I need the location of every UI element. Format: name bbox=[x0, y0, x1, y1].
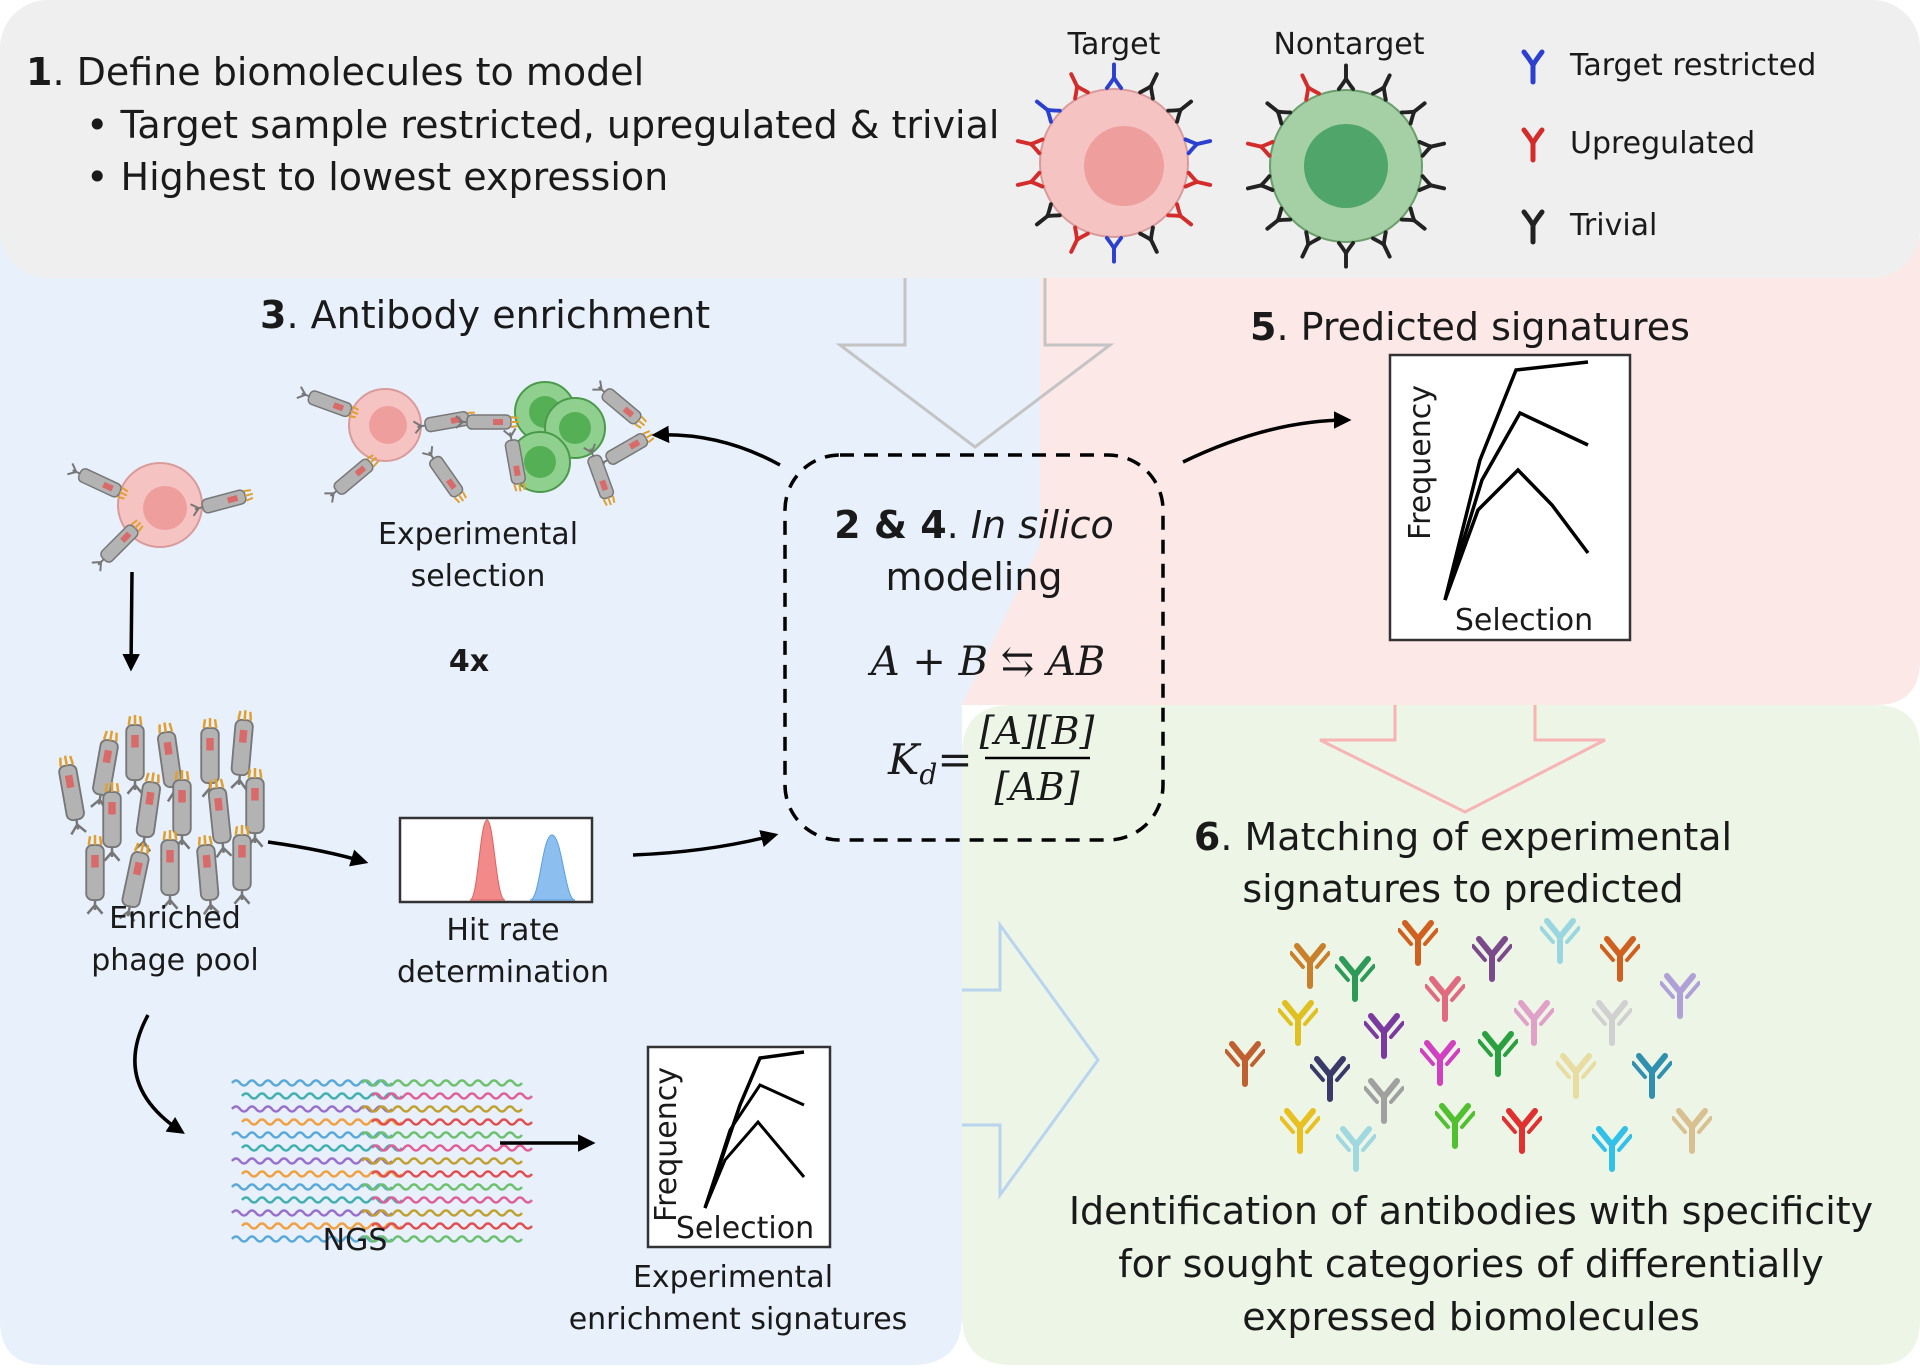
define-panel bbox=[0, 0, 1920, 278]
svg-text:Trivial: Trivial bbox=[1569, 208, 1657, 243]
blue-right-arrow bbox=[962, 920, 1100, 1200]
arrow-hitrate-to-model bbox=[632, 830, 779, 857]
matching-panel bbox=[962, 705, 1920, 1365]
experimental-selection-illustration bbox=[296, 380, 656, 508]
arrow-cell-to-pool bbox=[122, 571, 140, 672]
sequence-read bbox=[371, 1118, 533, 1126]
svg-text:2 & 4. In silico: 2 & 4. In silico bbox=[834, 503, 1114, 547]
svg-text:• Target sample restricted, up: • Target sample restricted, upregulated … bbox=[86, 103, 999, 147]
exp-frequency-axis-label: Frequency bbox=[649, 1067, 684, 1222]
exp-signatures-label: Experimental bbox=[633, 1260, 833, 1295]
sequence-read bbox=[361, 1235, 523, 1243]
ngs-label: NGS bbox=[323, 1223, 388, 1258]
sequence-read bbox=[361, 1079, 523, 1087]
result-line-3: expressed biomolecules bbox=[1242, 1295, 1700, 1339]
result-line-1: Identification of antibodies with specif… bbox=[1069, 1189, 1873, 1233]
svg-text:1. Define biomolecules to mode: 1. Define biomolecules to model bbox=[26, 50, 644, 94]
kd-numerator: [A][B] bbox=[980, 709, 1095, 753]
modeling-box: 2 & 4. In silico modeling A + B ⇆ AB Kd=… bbox=[783, 453, 1165, 842]
step6-title: 6. Matching of experimental bbox=[1194, 815, 1732, 859]
step1-header: 1. Define biomolecules to model • Target… bbox=[26, 50, 999, 199]
step3-title: 3. Antibody enrichment bbox=[260, 293, 710, 337]
pred-frequency-axis-label: Frequency bbox=[1403, 385, 1438, 540]
top-down-arrow bbox=[835, 278, 1115, 449]
experimental-selection-label: Experimental bbox=[378, 517, 578, 552]
kd-symbol: Kd= bbox=[887, 735, 973, 791]
red-down-arrow bbox=[1319, 705, 1606, 814]
legend-item-trivial: Trivial bbox=[1524, 208, 1657, 243]
experimental-signature-plot: Frequency Selection bbox=[646, 1045, 832, 1249]
svg-text:Upregulated: Upregulated bbox=[1570, 126, 1755, 161]
binding-equation: A + B ⇆ AB bbox=[867, 639, 1105, 685]
svg-text:modeling: modeling bbox=[885, 555, 1062, 599]
sequence-read bbox=[371, 1222, 533, 1230]
legend: Target restricted Upregulated Trivial bbox=[1524, 48, 1816, 243]
pred-selection-axis-label: Selection bbox=[1455, 603, 1593, 638]
svg-text:Target: Target bbox=[1067, 27, 1161, 62]
sequence-read bbox=[361, 1183, 523, 1191]
svg-text:Nontarget: Nontarget bbox=[1273, 27, 1424, 62]
sequence-read bbox=[371, 1092, 533, 1100]
arrow-model-to-selection bbox=[651, 425, 781, 467]
repeat-count: 4x bbox=[449, 644, 489, 679]
enriched-pool-label-2: phage pool bbox=[91, 943, 259, 978]
flow-arrows bbox=[122, 411, 1352, 1152]
arrow-pool-to-hitrate bbox=[267, 840, 369, 867]
legend-item-upregulated: Upregulated bbox=[1524, 126, 1755, 161]
sequence-read bbox=[371, 1144, 533, 1152]
exp-signatures-label-2: enrichment signatures bbox=[569, 1302, 908, 1337]
arrow-pool-to-ngs bbox=[133, 1014, 185, 1134]
result-line-2: for sought categories of differentially bbox=[1118, 1242, 1823, 1286]
sequence-read bbox=[361, 1105, 523, 1113]
enriched-pool-label: Enriched bbox=[109, 901, 241, 936]
svg-text:• Highest to lowest expression: • Highest to lowest expression bbox=[86, 155, 668, 199]
sequence-read bbox=[371, 1170, 533, 1178]
step5-title: 5. Predicted signatures bbox=[1250, 305, 1690, 349]
arrow-model-to-predicted bbox=[1182, 411, 1352, 464]
exp-selection-axis-label: Selection bbox=[676, 1211, 814, 1246]
hit-rate-label-2: determination bbox=[397, 955, 609, 990]
experimental-selection-label-2: selection bbox=[411, 559, 546, 594]
sequence-read bbox=[361, 1209, 523, 1217]
step6-title-2: signatures to predicted bbox=[1242, 867, 1683, 911]
nontarget-cell: Nontarget bbox=[1244, 27, 1448, 269]
sequence-read bbox=[371, 1196, 533, 1204]
predicted-signature-plot: Frequency Selection bbox=[1388, 353, 1632, 642]
svg-text:Target restricted: Target restricted bbox=[1569, 48, 1816, 83]
ngs-reads-illustration bbox=[231, 1079, 533, 1243]
start-cell-illustration bbox=[67, 462, 255, 572]
kd-denominator: [AB] bbox=[994, 765, 1079, 809]
hit-rate-label: Hit rate bbox=[446, 913, 559, 948]
hit-rate-histogram bbox=[398, 816, 594, 904]
target-cell: Target bbox=[1014, 27, 1214, 264]
sequence-read bbox=[361, 1157, 523, 1165]
legend-item-target-restricted: Target restricted bbox=[1524, 48, 1816, 83]
sequence-read bbox=[361, 1131, 523, 1139]
